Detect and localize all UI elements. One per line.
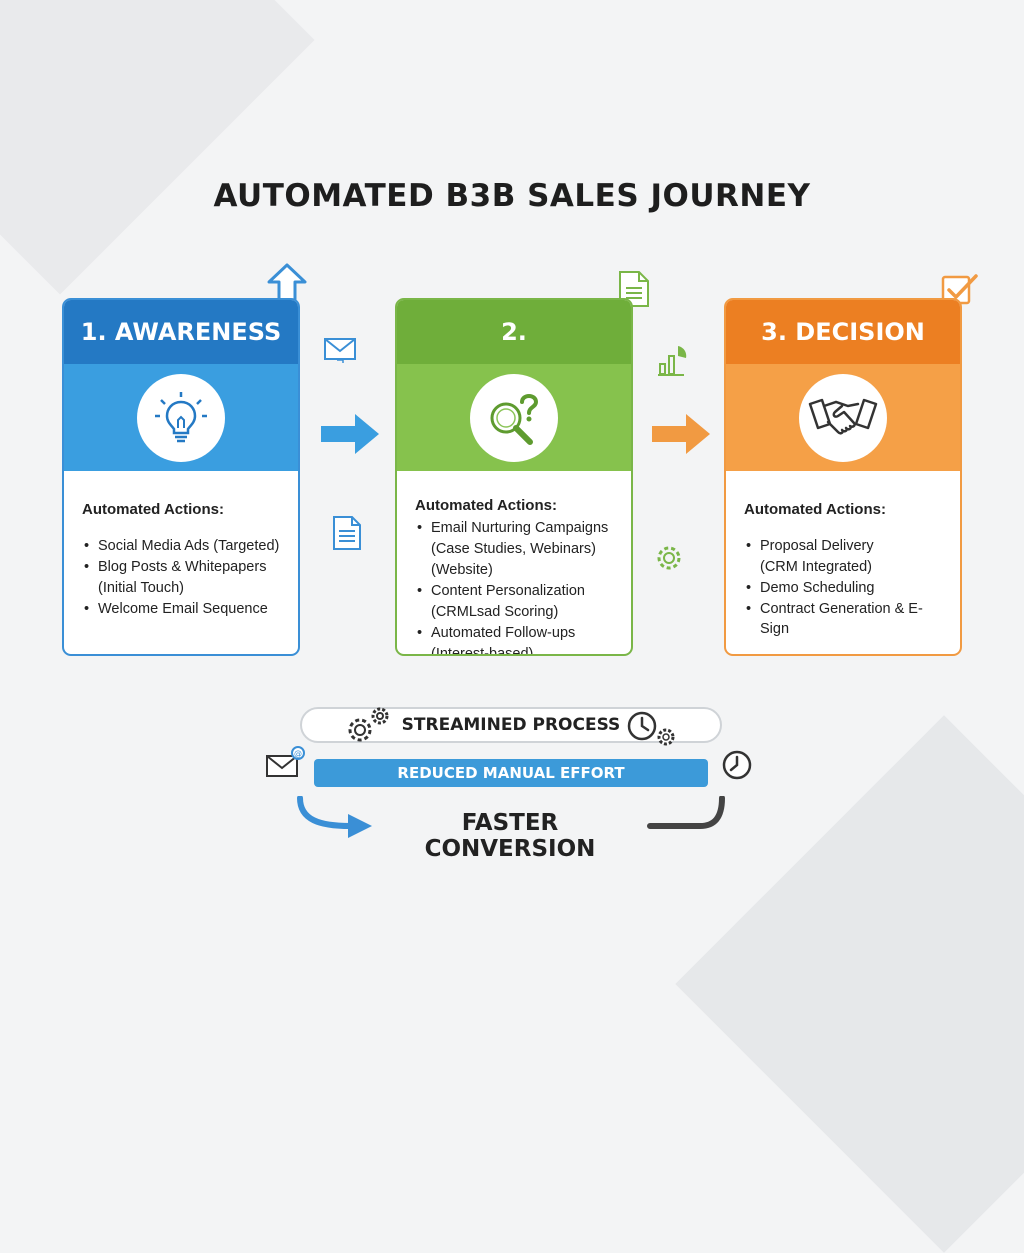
list-item: Proposal Delivery (746, 536, 942, 556)
page-title: AUTOMATED B3B SALES JOURNEY (213, 178, 811, 214)
stage-card-consideration: 2. CONSIDERATION Automated Actions: Emai… (395, 298, 633, 656)
list-item: Demo Scheduling (746, 578, 942, 598)
icon-circle (137, 373, 225, 462)
list-item: Content Personalization (417, 581, 613, 601)
list-item: Automated Follow-ups (417, 623, 613, 643)
actions-label: Automated Actions: (744, 501, 886, 518)
background-shape (0, 0, 315, 295)
lightbulb-icon (155, 391, 207, 442)
stage-icon-band (64, 364, 298, 471)
list-item: Contract Generation & E-Sign (746, 599, 942, 639)
list-item: (Interest-based) (431, 646, 534, 656)
stage-heading: 1. AWARENESS (64, 300, 298, 364)
magnifier-question-icon (490, 393, 539, 445)
stage-heading: 2. CONSIDERATION (397, 300, 631, 410)
clock-gear-icon (627, 711, 675, 746)
list-item: Welcome Email Sequence (84, 599, 280, 619)
document-icon (333, 516, 361, 550)
list-item: (Initial Touch) (98, 580, 184, 596)
icon-circle (470, 373, 558, 462)
clock-icon (722, 750, 752, 780)
actions-list: Proposal Delivery (CRM Integrated) Demo … (744, 536, 942, 639)
gear-icon (657, 546, 681, 570)
stage-icon-band (397, 364, 631, 471)
list-item: (Case Studies, Webinars) (431, 541, 596, 557)
stage-icon-band (726, 364, 960, 471)
curve-line-icon (647, 796, 725, 829)
curved-arrow-icon (297, 796, 372, 838)
growth-chart-icon (658, 346, 687, 376)
stage-body: Automated Actions: Email Nurturing Campa… (397, 471, 631, 656)
actions-list: Social Media Ads (Targeted) Blog Posts &… (82, 536, 280, 619)
list-item: Social Media Ads (Targeted) (84, 536, 280, 556)
list-item: Blog Posts & Whitepapers (84, 557, 280, 577)
list-item: (CRM Integrated) (760, 559, 873, 575)
stage-body: Automated Actions: Social Media Ads (Tar… (64, 471, 298, 619)
background-shape (675, 715, 1024, 1253)
actions-list: Email Nurturing Campaigns (Case Studies,… (415, 518, 613, 656)
right-arrow-icon (652, 414, 710, 454)
faster-conversion-label: FASTER CONVERSION (424, 810, 596, 862)
stage-card-awareness: 1. AWARENESS Automated Actions: Social M… (62, 298, 300, 656)
actions-label: Automated Actions: (82, 501, 224, 518)
envelope-icon (324, 338, 356, 363)
handshake-icon (808, 398, 878, 434)
svg-text:@: @ (294, 749, 302, 758)
right-arrow-icon (321, 414, 379, 454)
gears-icon (348, 707, 389, 742)
actions-label: Automated Actions: (415, 497, 557, 514)
list-item: (Website) (431, 562, 493, 578)
stage-card-decision: 3. DECISION Automated Actions: Proposal … (724, 298, 962, 656)
stage-heading: 3. DECISION (726, 300, 960, 364)
email-notification-icon: @ (266, 746, 305, 777)
checkbox-icon (941, 274, 978, 305)
list-item: (CRMLsad Scoring) (431, 604, 559, 620)
icon-circle (799, 373, 887, 462)
document-icon (619, 271, 649, 307)
list-item: Email Nurturing Campaigns (417, 518, 613, 538)
stage-body: Automated Actions: Proposal Delivery (CR… (726, 471, 960, 639)
reduced-manual-effort-bar: REDUCED MANUAL EFFORT (314, 759, 708, 787)
